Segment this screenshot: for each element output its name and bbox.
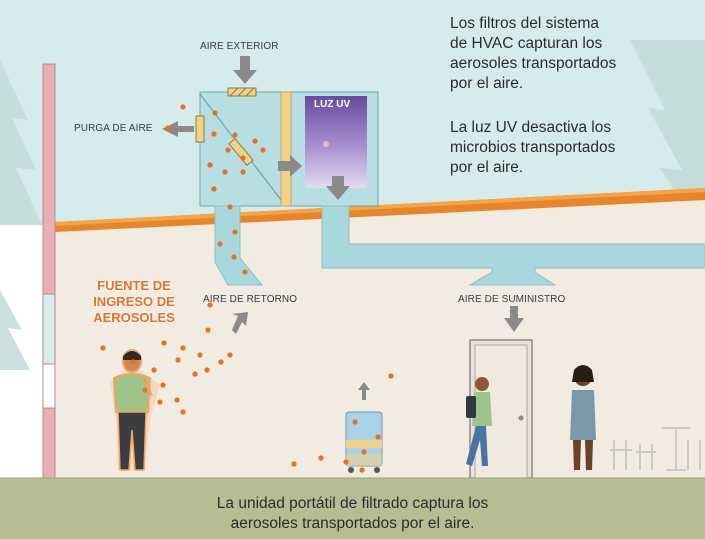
label-uv-light: LUZ UV (314, 99, 351, 110)
aerosol-particle (160, 382, 166, 388)
aerosol-particle (165, 125, 171, 131)
aerosol-particle (227, 352, 233, 358)
label-return-air: AIRE DE RETORNO (203, 294, 298, 305)
supply-duct (321, 205, 705, 286)
aerosol-particles (100, 104, 394, 473)
uv-microbe (323, 141, 329, 147)
aerosol-particle (212, 110, 218, 116)
aerosol-particle (207, 162, 213, 168)
wall-edge (42, 63, 56, 295)
aerosol-particle (161, 340, 167, 346)
arrow-to-uv (278, 155, 302, 177)
aerosol-particle (242, 269, 248, 275)
return-duct (214, 205, 264, 286)
aerosol-particle (240, 155, 246, 161)
aerosol-particle (361, 449, 367, 455)
person-source (110, 349, 160, 471)
aerosol-particle (204, 367, 210, 373)
arrow-supply (504, 306, 524, 332)
label-air-purge: PURGA DE AIRE (74, 123, 153, 134)
info-uv: La luz UV desactiva los microbios transp… (450, 119, 616, 176)
aerosol-particle (211, 186, 217, 192)
aerosol-particle (100, 345, 106, 351)
ground (0, 478, 705, 539)
aerosol-particle (343, 459, 349, 465)
aerosol-particle (197, 352, 203, 358)
aerosol-particle (174, 397, 180, 403)
info-filters: Los filtros del sistema de HVAC capturan… (450, 15, 617, 92)
label-aerosol-source: FUENTE DE INGRESO DE AEROSOLES (93, 278, 175, 325)
aerosol-particle (252, 138, 258, 144)
hvac-filter (280, 91, 292, 207)
aerosol-particle (157, 399, 163, 405)
portable-purifier (345, 411, 383, 473)
aerosol-particle (180, 104, 186, 110)
aerosol-particle (359, 467, 365, 473)
aerosol-particle (180, 345, 186, 351)
aerosol-particle (388, 373, 394, 379)
caption: La unidad portátil de filtrado captura l… (216, 495, 489, 532)
aerosol-particle (240, 169, 246, 175)
arrow-air-purge (162, 121, 194, 137)
aerosol-particle (232, 229, 238, 235)
window (42, 293, 56, 365)
aerosol-particle (192, 371, 198, 377)
aerosol-particle (180, 409, 186, 415)
aerosol-particle (318, 455, 324, 461)
arrow-purifier-out (358, 382, 370, 400)
aerosol-particle (291, 461, 297, 467)
hvac-unit (195, 87, 379, 207)
arrow-outside-air (233, 56, 257, 84)
aerosol-particle (375, 434, 381, 440)
window-lower (42, 363, 56, 409)
label-supply-air: AIRE DE SUMINISTRO (458, 294, 566, 305)
aerosol-particle (175, 357, 181, 363)
aerosol-particle (207, 302, 213, 308)
aerosol-particle (205, 327, 211, 333)
aerosol-particle (151, 367, 157, 373)
damper-side (195, 115, 205, 143)
label-outside-air: AIRE EXTERIOR (200, 41, 279, 52)
aerosol-particle (225, 147, 231, 153)
person-walking (466, 377, 492, 466)
air-flow-arrows (162, 56, 524, 400)
aerosol-particle (222, 169, 228, 175)
aerosol-particle (211, 131, 217, 137)
damper-inner (228, 137, 254, 167)
arrow-return (232, 312, 248, 334)
aerosol-particle (227, 204, 233, 210)
aerosol-particle (130, 359, 136, 365)
aerosol-particle (217, 241, 223, 247)
person-standing (570, 365, 596, 470)
arrow-uv-down (326, 176, 350, 200)
aerosol-particle (231, 254, 237, 260)
wall-edge-lower (42, 407, 56, 479)
aerosol-particle (218, 359, 224, 365)
aerosol-particle (352, 419, 358, 425)
interior-wall (55, 200, 705, 478)
aerosol-particle (260, 147, 266, 153)
aerosol-particle (232, 132, 238, 138)
uv-chamber (305, 96, 367, 188)
aerosol-particle (142, 387, 148, 393)
chairs (610, 427, 701, 471)
